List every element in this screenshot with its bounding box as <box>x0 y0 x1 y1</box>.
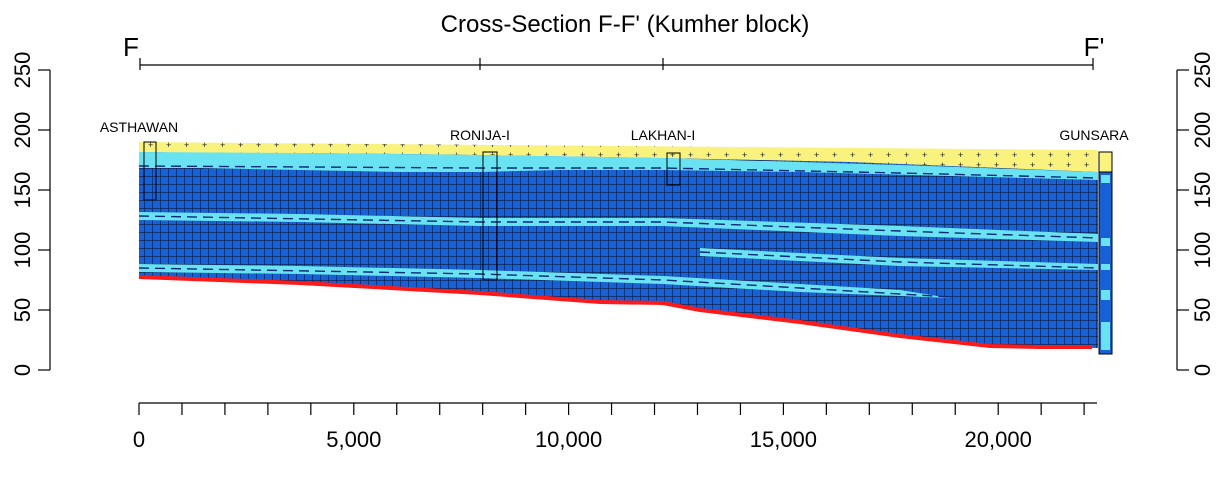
x-tick-label: 15,000 <box>750 427 817 452</box>
aquifer-lens-1 <box>700 248 1098 270</box>
x-tick-label: 0 <box>133 427 145 452</box>
sand-layer <box>139 142 1098 172</box>
y-tick-label-left: 200 <box>10 112 35 149</box>
well-label-asthawan: ASTHAWAN <box>100 119 178 135</box>
right-y-axis: 0 50 100 150 200 250 <box>1176 52 1215 376</box>
basement-line <box>138 275 1092 349</box>
end-label: F' <box>1084 32 1105 62</box>
y-tick-label-right: 50 <box>1190 298 1215 322</box>
y-tick-label-right: 150 <box>1190 172 1215 209</box>
well-gunsara: GUNSARA <box>1059 127 1129 355</box>
aquifer-band-upper <box>139 152 1098 180</box>
dashed-contacts <box>138 165 1099 298</box>
x-tick-label: 20,000 <box>965 427 1032 452</box>
section-line <box>139 58 1094 70</box>
y-tick-label-right: 0 <box>1190 364 1215 376</box>
well-asthawan: ASTHAWAN <box>100 119 178 201</box>
well-label-lakhan: LAKHAN-I <box>631 127 696 143</box>
start-label: F <box>123 32 139 62</box>
well-label-gunsara: GUNSARA <box>1059 127 1129 143</box>
y-tick-label-right: 100 <box>1190 232 1215 269</box>
clay-layer <box>139 150 1098 348</box>
y-tick-label-left: 150 <box>10 172 35 209</box>
y-tick-label-left: 100 <box>10 232 35 269</box>
x-tick-label: 10,000 <box>535 427 602 452</box>
aquifer-band-middle <box>139 212 1098 242</box>
x-axis: 0 5,000 10,000 15,000 20,000 <box>133 402 1097 452</box>
y-tick-label-left: 0 <box>10 364 35 376</box>
cross-section-body <box>138 142 1099 349</box>
aquifer-band-lower <box>139 264 950 298</box>
y-tick-label-left: 50 <box>10 298 35 322</box>
well-label-ronija: RONIJA-I <box>450 127 510 143</box>
y-tick-label-right: 200 <box>1190 112 1215 149</box>
left-y-axis: 0 50 100 150 200 250 <box>10 52 51 376</box>
y-tick-label-left: 250 <box>10 52 35 89</box>
y-tick-label-right: 250 <box>1190 52 1215 89</box>
well-lakhan: LAKHAN-I <box>631 127 696 186</box>
well-ronija: RONIJA-I <box>450 127 510 281</box>
diagram-title: Cross-Section F-F' (Kumher block) <box>441 11 810 38</box>
x-tick-label: 5,000 <box>326 427 381 452</box>
